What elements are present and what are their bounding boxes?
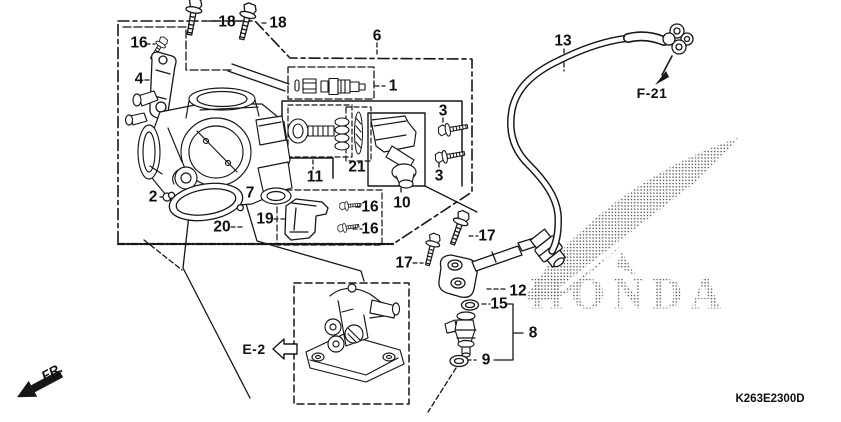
f21-connector bbox=[662, 23, 694, 55]
callout-6-4: 6 bbox=[373, 28, 382, 45]
callout-e-2-25: E-2 bbox=[242, 341, 265, 357]
flange-bolt-18-a bbox=[180, 0, 205, 37]
callout-2-12: 2 bbox=[149, 189, 158, 206]
fuel-joint-12 bbox=[438, 237, 538, 298]
callout-9-23: 9 bbox=[482, 352, 491, 369]
callout-19-15: 19 bbox=[256, 211, 274, 228]
f21-arrow bbox=[655, 55, 673, 85]
sensor-set-1 bbox=[294, 77, 366, 96]
seal-ring-9 bbox=[449, 354, 469, 368]
group-boundaries bbox=[116, 20, 473, 405]
projection-lines-box1 bbox=[227, 63, 290, 92]
stay-19 bbox=[284, 198, 329, 241]
detail-box-19 bbox=[276, 189, 383, 246]
callout-16-16: 16 bbox=[361, 199, 379, 216]
callout-3-7: 3 bbox=[439, 103, 448, 120]
drawing-code: K263E2300D bbox=[735, 393, 804, 405]
callout-3-8: 3 bbox=[435, 168, 444, 185]
fuel-hose-13 bbox=[507, 31, 670, 255]
gasket-2 bbox=[167, 182, 244, 222]
injector-8 bbox=[444, 311, 477, 358]
bolt-3-bottom bbox=[433, 146, 467, 166]
e2-arrow bbox=[272, 338, 298, 360]
inner-corner-boundary bbox=[122, 26, 233, 71]
screw-spring-11 bbox=[287, 117, 350, 151]
callout-7-13: 7 bbox=[246, 185, 255, 202]
leader-10-to-joint bbox=[424, 185, 478, 213]
detail-box-11 bbox=[287, 104, 353, 158]
bracket-8 bbox=[493, 303, 524, 361]
callout-17-19: 17 bbox=[478, 228, 495, 245]
screw-16-d bbox=[336, 220, 360, 234]
callout-21-10: 21 bbox=[348, 159, 366, 176]
bolt-17-left bbox=[420, 231, 443, 268]
callout-18-0: 18 bbox=[218, 14, 236, 31]
callout-17-18: 17 bbox=[395, 255, 412, 272]
callout-10-11: 10 bbox=[393, 195, 410, 212]
o-ring-15 bbox=[460, 299, 480, 311]
callout-12-20: 12 bbox=[509, 283, 526, 300]
leader-body-to-insulator bbox=[243, 196, 365, 282]
valve-10 bbox=[370, 115, 417, 189]
part-drawings bbox=[17, 0, 694, 398]
screw-16-c bbox=[338, 199, 362, 212]
detail-box-10 bbox=[367, 112, 426, 187]
needle-21 bbox=[354, 111, 363, 155]
callout-13-6: 13 bbox=[554, 33, 572, 50]
throttle-body-drawing bbox=[124, 87, 293, 209]
callout-15-21: 15 bbox=[490, 296, 508, 313]
callout-4-3: 4 bbox=[135, 71, 144, 88]
callout-11-9: 11 bbox=[307, 169, 324, 186]
detail-box-21 bbox=[345, 106, 372, 162]
callout-20-14: 20 bbox=[213, 219, 230, 236]
callout-16-2: 16 bbox=[130, 35, 148, 52]
insulator-assembly-e2 bbox=[305, 283, 405, 383]
honda-wing-watermark: HONDA bbox=[525, 138, 738, 318]
callout-1-5: 1 bbox=[389, 78, 398, 95]
detail-box-1 bbox=[287, 66, 375, 100]
callout-16-17: 16 bbox=[361, 221, 379, 238]
fr-arrow bbox=[17, 370, 64, 398]
bolt-3-top bbox=[436, 119, 470, 139]
callout-18-1: 18 bbox=[269, 15, 287, 32]
watermark-honda-text: HONDA bbox=[530, 269, 729, 318]
outer-assembly-boundary bbox=[117, 20, 473, 245]
callout-f-21-24: F-21 bbox=[637, 85, 668, 101]
leader-gasket bbox=[182, 205, 251, 399]
callout-8-22: 8 bbox=[529, 325, 538, 342]
lever-4 bbox=[149, 51, 177, 120]
bolt-17-right bbox=[444, 207, 473, 248]
